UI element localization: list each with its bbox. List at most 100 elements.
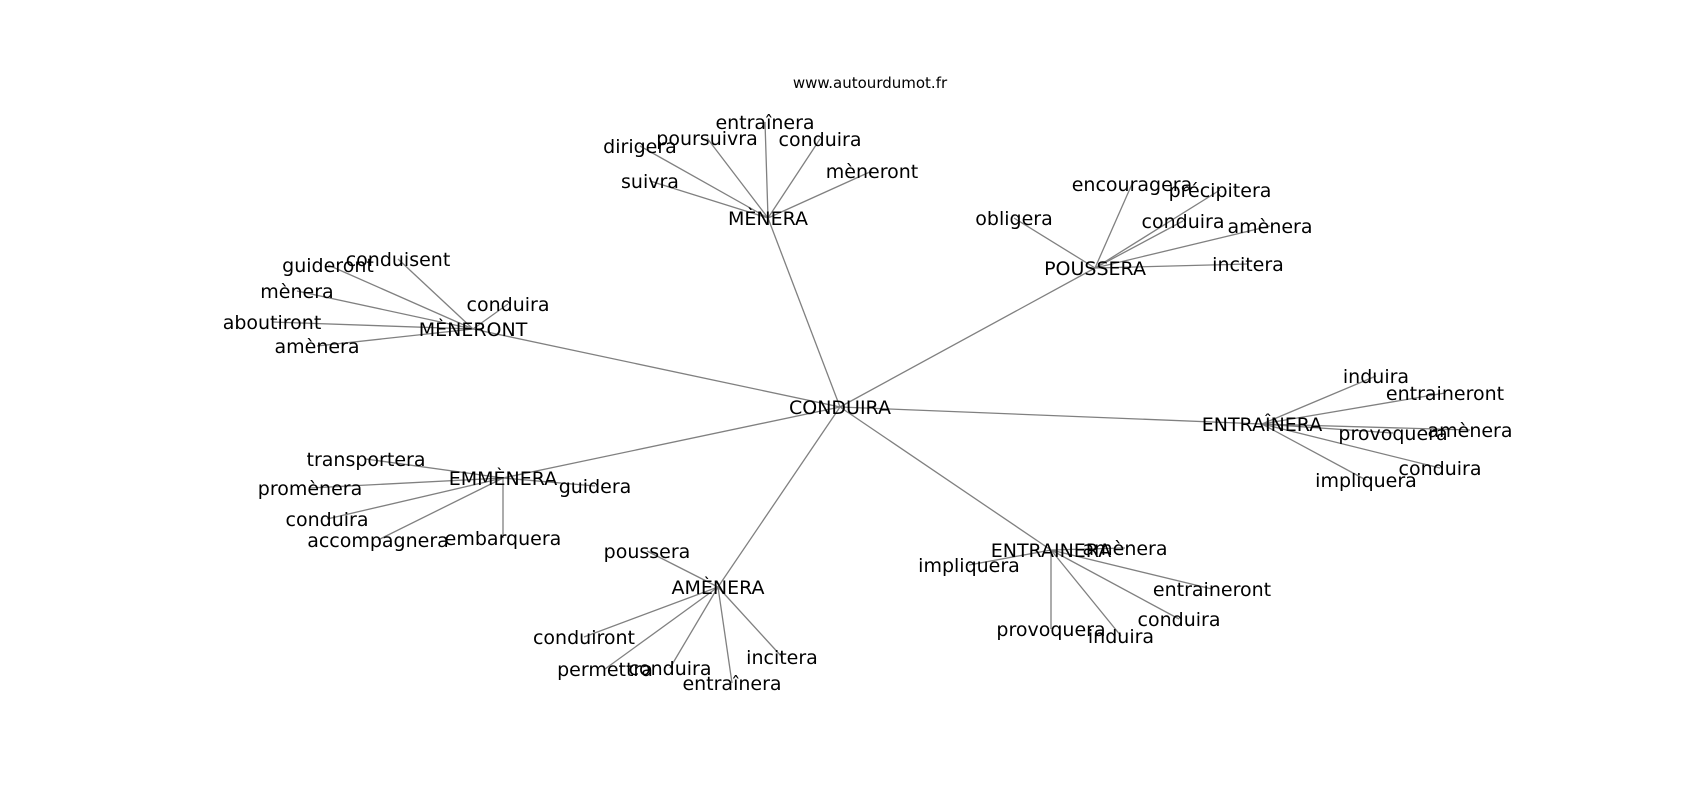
edge-hub-leaf — [717, 586, 783, 658]
leaf-node: conduira — [1142, 211, 1225, 233]
leaf-node: amènera — [274, 336, 359, 358]
edge-hub-leaf — [1261, 423, 1367, 481]
edge-hub-leaf — [316, 328, 474, 347]
edge-hub-leaf — [1050, 549, 1213, 590]
leaf-node: incitera — [746, 647, 818, 669]
hub-node: ENTRAÎNERA — [1202, 413, 1323, 436]
hub-node: MÈNERONT — [419, 318, 528, 341]
edge-hub-leaf — [968, 549, 1052, 566]
hub-node: EMMÈNERA — [449, 467, 557, 490]
leaf-node: accompagnera — [307, 530, 449, 552]
edge-hub-leaf — [1094, 263, 1249, 269]
edge-center-hub — [502, 406, 841, 479]
edge-hub-leaf — [1094, 220, 1184, 269]
graph-edges — [271, 121, 1471, 684]
edge-center-hub — [717, 406, 841, 588]
leaf-node: entraineront — [1386, 383, 1504, 405]
edge-hub-leaf — [583, 586, 719, 638]
edge-center-hub — [472, 328, 841, 408]
leaf-node: embarquera — [445, 528, 562, 550]
leaf-node: entraînera — [715, 112, 814, 134]
leaf-node: mènera — [260, 281, 333, 303]
leaf-node: permettra — [557, 659, 653, 681]
leaf-node: conduira — [286, 509, 369, 531]
leaf-node: provoquera — [1338, 423, 1447, 445]
leaf-node: obligera — [975, 208, 1052, 230]
edge-hub-leaf — [1094, 225, 1271, 269]
leaf-node: dirigera — [603, 136, 677, 158]
leaf-node: aboutiront — [223, 312, 322, 334]
edge-hub-leaf — [706, 137, 769, 219]
edge-hub-leaf — [1261, 423, 1441, 469]
edge-hub-leaf — [646, 550, 719, 588]
edge-hub-leaf — [669, 586, 719, 669]
edge-hub-leaf — [271, 321, 474, 330]
edge-hub-leaf — [764, 121, 769, 219]
edge-hub-leaf — [717, 586, 733, 684]
leaf-node: encouragera — [1072, 174, 1193, 196]
edge-center-hub — [839, 406, 1263, 425]
leaf-node: incitera — [1212, 254, 1284, 276]
edge-hub-leaf — [1261, 423, 1394, 434]
edge-hub-leaf — [1050, 549, 1180, 620]
leaf-node: poursuivra — [656, 128, 757, 150]
leaf-node: guideront — [282, 255, 374, 277]
edge-hub-leaf — [1050, 547, 1126, 551]
edge-hub-leaf — [1050, 549, 1122, 637]
edge-hub-leaf — [309, 477, 504, 489]
edge-hub-leaf — [327, 264, 474, 330]
leaf-node: conduira — [467, 294, 550, 316]
edge-center-hub — [839, 267, 1096, 408]
leaf-node: impliquera — [1315, 470, 1417, 492]
leaf-node: conduira — [1399, 458, 1482, 480]
leaf-node: entraineront — [1153, 579, 1271, 601]
leaf-node: induira — [1343, 366, 1409, 388]
leaf-node: conduira — [779, 129, 862, 151]
edge-hub-leaf — [1261, 392, 1446, 425]
leaf-node: entraînera — [682, 673, 781, 695]
leaf-node: conduira — [1138, 609, 1221, 631]
leaf-node: amènera — [1227, 216, 1312, 238]
hub-node: POUSSERA — [1044, 258, 1146, 280]
hub-node: MÈNERA — [728, 207, 808, 230]
leaf-node: conduiront — [533, 627, 635, 649]
leaf-node: conduisent — [346, 249, 451, 271]
edge-hub-leaf — [1261, 423, 1471, 431]
site-watermark: www.autourdumot.fr — [793, 74, 948, 92]
leaf-node: suivra — [621, 171, 679, 193]
center-node: CONDUIRA — [789, 397, 891, 419]
hub-node: AMÈNERA — [671, 576, 764, 599]
edge-hub-leaf — [639, 145, 769, 219]
leaf-node: amènera — [1082, 538, 1167, 560]
leaf-node: provoquera — [996, 619, 1105, 641]
edge-hub-leaf — [502, 477, 596, 487]
leaf-node: mèneront — [826, 161, 918, 183]
edge-hub-leaf — [767, 170, 873, 219]
edge-hub-leaf — [326, 477, 504, 520]
edge-hub-leaf — [1013, 217, 1096, 269]
edge-hub-leaf — [649, 180, 769, 219]
edge-hub-leaf — [1261, 375, 1377, 425]
edge-hub-leaf — [1094, 183, 1133, 269]
edge-hub-leaf — [472, 303, 509, 330]
hub-node: ENTRAINERA — [991, 540, 1112, 562]
leaf-node: amènera — [1427, 420, 1512, 442]
edge-hub-leaf — [397, 258, 474, 330]
graph-labels: MÈNERAdirigerapoursuivraentraîneracondui… — [223, 112, 1513, 695]
edge-center-hub — [767, 217, 841, 408]
leaf-node: précipitera — [1169, 180, 1272, 202]
leaf-node: promènera — [258, 478, 362, 500]
edge-hub-leaf — [365, 458, 504, 479]
leaf-node: impliquera — [918, 555, 1020, 577]
edge-hub-leaf — [1094, 189, 1221, 269]
leaf-node: induira — [1088, 626, 1154, 648]
leaf-node: conduira — [629, 658, 712, 680]
edge-center-hub — [839, 406, 1052, 551]
edge-hub-leaf — [767, 138, 821, 219]
edge-hub-leaf — [377, 477, 504, 541]
edge-hub-leaf — [296, 290, 474, 330]
edge-hub-leaf — [604, 586, 719, 670]
leaf-node: poussera — [604, 541, 691, 563]
leaf-node: guidera — [559, 476, 632, 498]
